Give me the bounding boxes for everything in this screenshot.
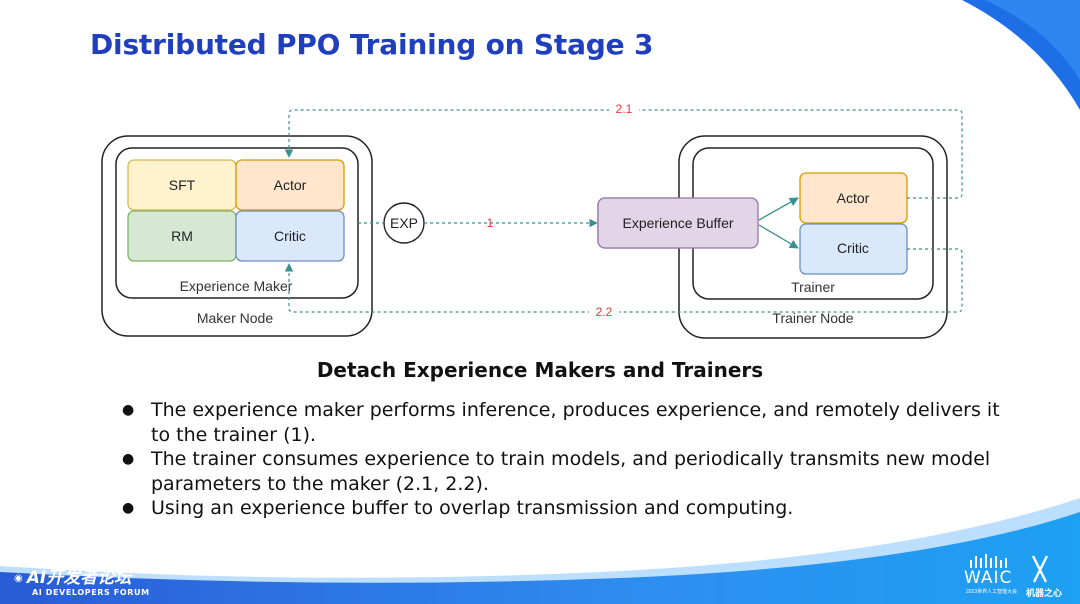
edge-2-1 bbox=[284, 109, 963, 199]
exp-label: EXP bbox=[390, 215, 418, 231]
waic-sparkle-icon bbox=[970, 554, 1007, 568]
trainer-label: Trainer bbox=[791, 279, 835, 295]
ai-developers-forum-logo: ◉AI开发者论坛 AI DEVELOPERS FORUM bbox=[14, 568, 150, 597]
actor-label-maker: Actor bbox=[274, 177, 307, 193]
bullet-list: The experience maker performs inference,… bbox=[122, 398, 1002, 521]
logo-left-bottom: AI DEVELOPERS FORUM bbox=[32, 588, 150, 597]
slide-subtitle: Detach Experience Makers and Trainers bbox=[316, 358, 764, 382]
edge-2-2 bbox=[284, 248, 963, 313]
architecture-diagram: Maker Node Experience Maker SFT Actor RM… bbox=[101, 102, 963, 339]
sft-label: SFT bbox=[169, 177, 196, 193]
bullet-item: Using an experience buffer to overlap tr… bbox=[122, 496, 1002, 521]
buffer-to-actor-edge bbox=[758, 197, 799, 221]
edge-1-label: 1 bbox=[487, 216, 494, 230]
rm-label: RM bbox=[171, 228, 193, 244]
edge-2-2-label: 2.2 bbox=[596, 305, 613, 319]
edge-2-1-label-bg bbox=[609, 102, 639, 116]
actor-box-maker bbox=[235, 159, 345, 211]
bullet-item: The trainer consumes experience to train… bbox=[122, 447, 1002, 496]
maker-node-label: Maker Node bbox=[197, 310, 273, 326]
edge-2-1-label: 2.1 bbox=[616, 102, 633, 116]
experience-buffer-label-front: Experience Buffer bbox=[622, 215, 733, 231]
logo-left-top: AI开发者论坛 bbox=[26, 568, 132, 588]
experience-maker-label: Experience Maker bbox=[180, 278, 293, 294]
critic-label-maker: Critic bbox=[274, 228, 306, 244]
edge-2-2-label-bg bbox=[589, 305, 619, 319]
critic-label-trainer: Critic bbox=[837, 240, 869, 256]
waic-subtext: 2023世界人工智能大会 bbox=[966, 589, 1018, 595]
jiqizhixin-icon bbox=[1031, 555, 1049, 583]
waic-text: WAIC bbox=[964, 568, 1013, 588]
buffer-to-critic-edge bbox=[758, 224, 799, 249]
trainer-node-label: Trainer Node bbox=[772, 310, 853, 326]
jiqizhixin-text: 机器之心 bbox=[1026, 588, 1063, 598]
critic-box-maker bbox=[235, 210, 345, 262]
experience-buffer-box-front bbox=[597, 197, 759, 249]
bullet-item: The experience maker performs inference,… bbox=[122, 398, 1002, 447]
actor-label-trainer: Actor bbox=[837, 190, 870, 206]
slide-title: Distributed PPO Training on Stage 3 bbox=[90, 28, 654, 61]
